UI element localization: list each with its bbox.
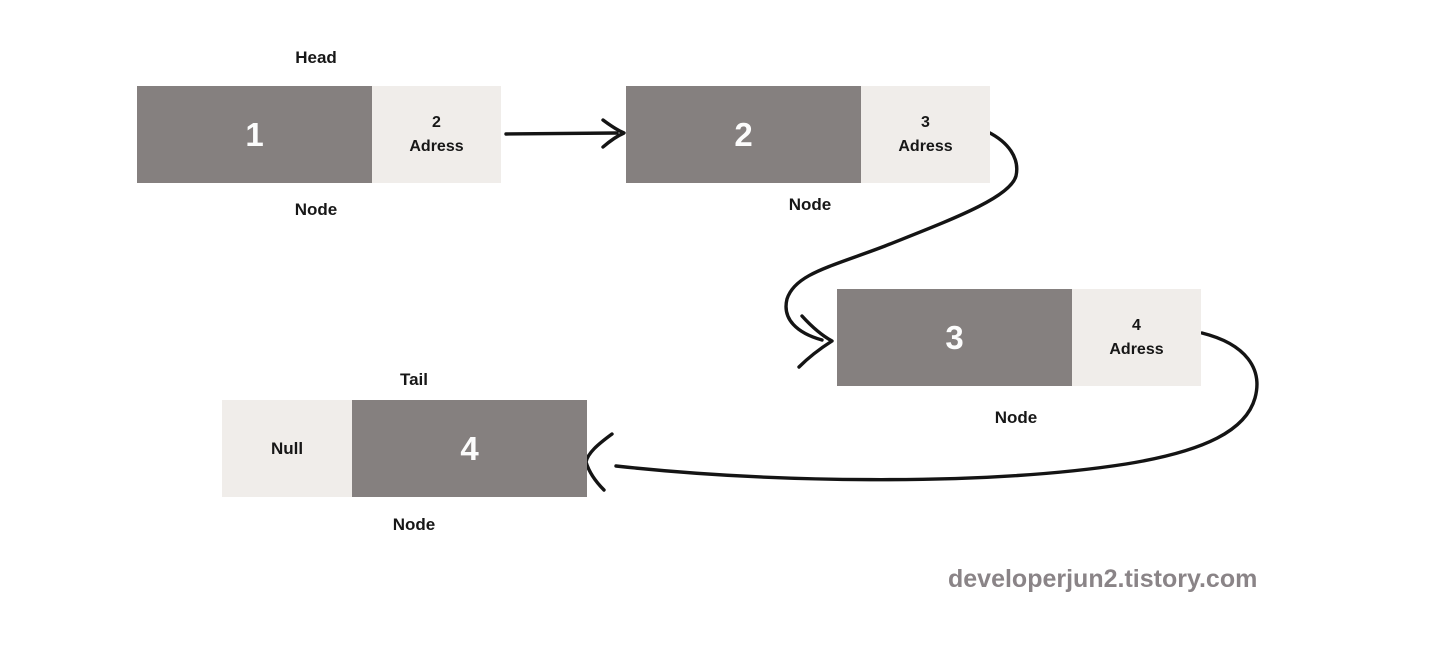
node-1: 1 2 Adress xyxy=(137,86,501,183)
watermark-text: developerjun2.tistory.com xyxy=(948,565,1258,593)
node-4: Null 4 xyxy=(222,400,587,497)
node-2: 2 3 Adress xyxy=(626,86,990,183)
node-2-address-label: Adress xyxy=(898,137,953,155)
node-1-address-value: 2 xyxy=(432,113,441,131)
arrow-shaft xyxy=(784,130,1019,342)
arrow-node2-to-node3 xyxy=(784,130,1019,369)
node-1-address-cell: 2 Adress xyxy=(372,86,501,183)
node-3-data-cell: 3 xyxy=(837,289,1072,386)
node-3: 3 4 Adress xyxy=(837,289,1201,386)
arrowhead-icon xyxy=(584,432,614,492)
arrow-shaft xyxy=(504,131,619,136)
node-1-label: Node xyxy=(294,200,338,219)
head-label: Head xyxy=(295,48,337,67)
node-4-null-cell: Null xyxy=(222,400,352,497)
node-2-label: Node xyxy=(788,195,832,214)
node-2-data-cell: 2 xyxy=(626,86,861,183)
node-1-data-cell: 1 xyxy=(137,86,372,183)
node-4-label: Node xyxy=(392,515,436,534)
arrow-shaft xyxy=(614,331,1259,482)
node-1-address-label: Adress xyxy=(409,137,464,155)
node-3-label: Node xyxy=(994,408,1038,427)
arrow-node1-to-node2 xyxy=(504,118,626,149)
arrowhead-icon xyxy=(797,314,834,369)
tail-label: Tail xyxy=(399,370,429,389)
node-3-address-label: Adress xyxy=(1109,340,1164,358)
node-3-address-cell: 4 Adress xyxy=(1072,289,1201,386)
node-3-address-value: 4 xyxy=(1132,316,1141,334)
node-2-address-cell: 3 Adress xyxy=(861,86,990,183)
arrowhead-icon xyxy=(601,118,626,149)
node-2-address-value: 3 xyxy=(921,113,930,131)
node-4-data-cell: 4 xyxy=(352,400,587,497)
